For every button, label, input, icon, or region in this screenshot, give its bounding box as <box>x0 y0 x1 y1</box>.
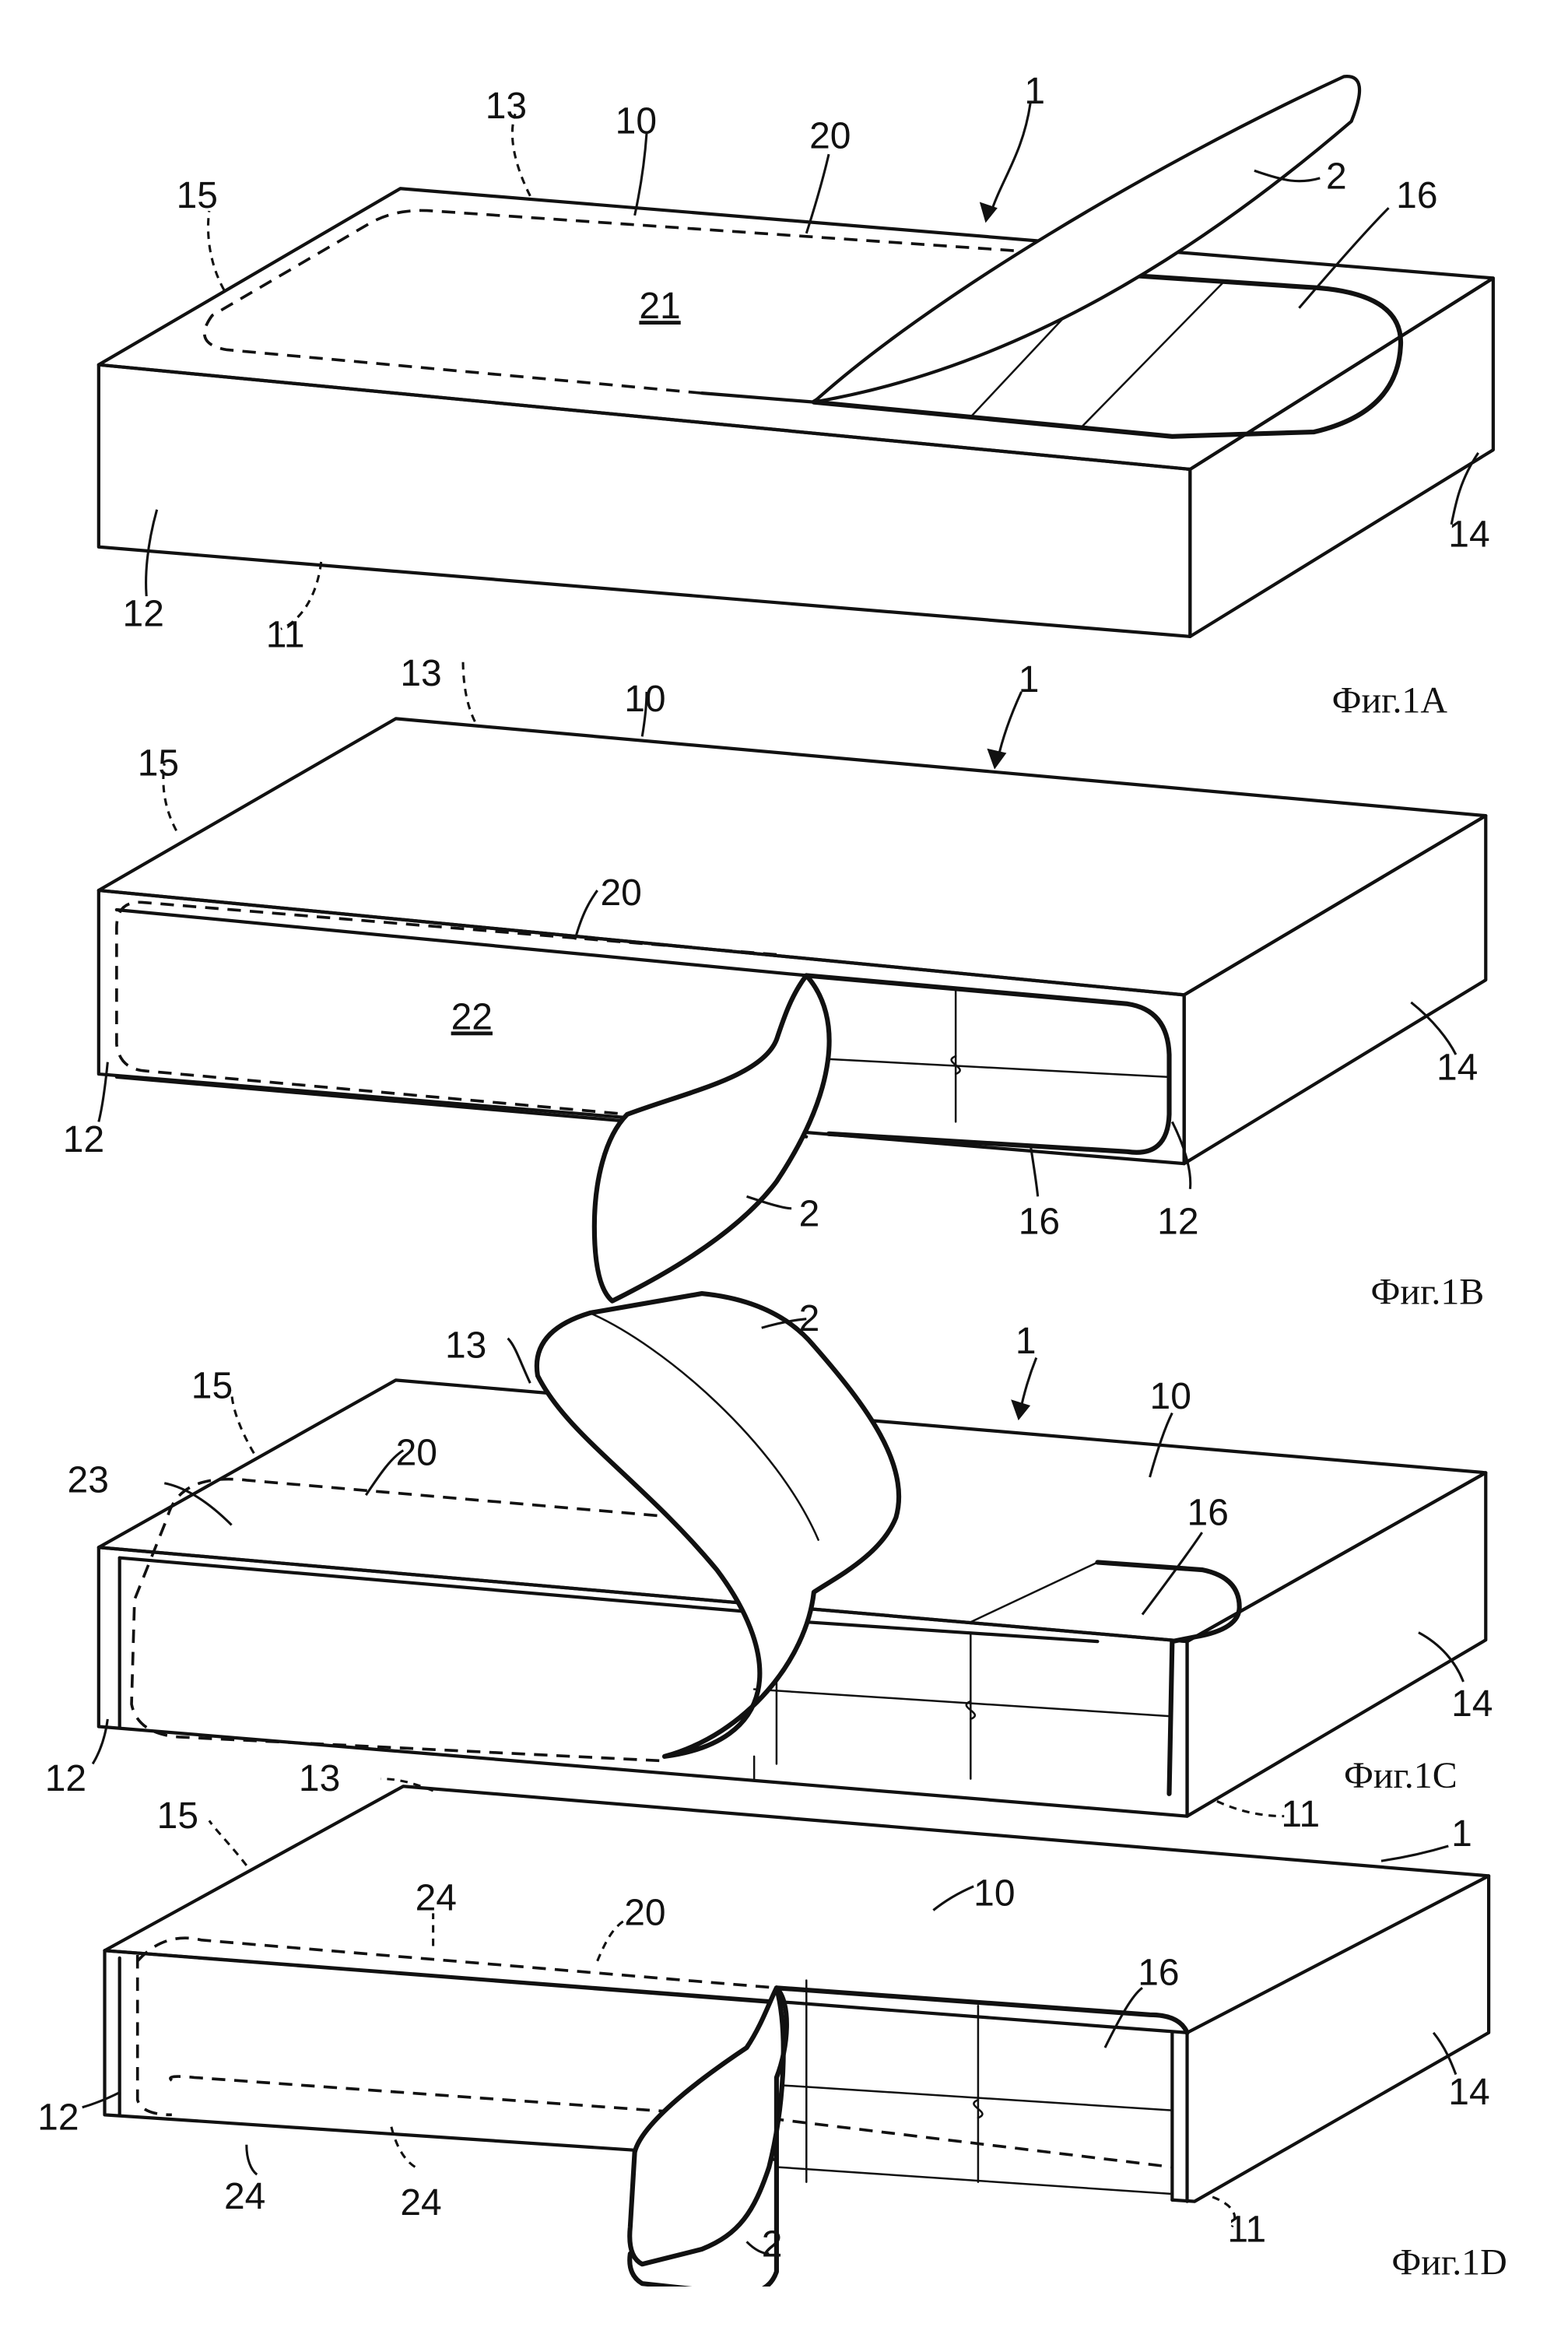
label-1: 1 <box>1451 1813 1472 1855</box>
label-14: 14 <box>1451 1683 1493 1725</box>
label-10: 10 <box>624 679 665 720</box>
label-10: 10 <box>973 1873 1015 1915</box>
label-20: 20 <box>624 1893 665 1934</box>
label-20: 20 <box>601 872 642 914</box>
label-1: 1 <box>1019 659 1040 700</box>
patent-drawing-sheet: 1 2 10 11 12 13 14 15 16 20 21 Фиг.1A <box>0 47 1568 2287</box>
caption-fig-1a: Фиг.1A <box>1332 680 1448 721</box>
figure-1d-pack <box>105 1786 1489 2287</box>
label-23: 23 <box>68 1459 109 1500</box>
label-14: 14 <box>1436 1048 1478 1089</box>
label-10: 10 <box>1150 1376 1191 1417</box>
label-12: 12 <box>45 1758 86 1799</box>
label-20: 20 <box>809 115 851 156</box>
label-2: 2 <box>762 2224 783 2266</box>
label-1: 1 <box>1024 71 1045 112</box>
label-13: 13 <box>445 1325 486 1367</box>
label-13: 13 <box>486 86 527 127</box>
label-24-left: 24 <box>224 2176 265 2217</box>
label-24-bottom: 24 <box>400 2182 441 2223</box>
label-21: 21 <box>639 286 680 327</box>
label-14: 14 <box>1448 2072 1489 2113</box>
label-16: 16 <box>1187 1492 1229 1533</box>
label-22: 22 <box>451 996 493 1037</box>
figure-1a-pack <box>99 76 1493 637</box>
label-13: 13 <box>299 1758 340 1799</box>
label-14: 14 <box>1448 514 1489 556</box>
label-11: 11 <box>266 614 305 655</box>
figure-1c: 1 2 10 11 12 13 14 15 16 20 23 Фиг.1C <box>45 1293 1493 1835</box>
label-12: 12 <box>123 593 164 634</box>
label-15: 15 <box>191 1365 233 1406</box>
label-13: 13 <box>400 653 441 694</box>
label-11: 11 <box>1227 2209 1266 2250</box>
label-24-top: 24 <box>416 1877 457 1918</box>
label-1: 1 <box>1016 1321 1037 1362</box>
label-2: 2 <box>1326 156 1347 197</box>
label-12-right: 12 <box>1157 1201 1198 1242</box>
label-2: 2 <box>799 1194 820 1235</box>
label-12-left: 12 <box>63 1119 104 1160</box>
label-10: 10 <box>616 100 657 142</box>
figure-1a: 1 2 10 11 12 13 14 15 16 20 21 Фиг.1A <box>99 71 1493 721</box>
caption-fig-1c: Фиг.1C <box>1344 1755 1458 1796</box>
label-15: 15 <box>138 742 179 784</box>
caption-fig-1b: Фиг.1B <box>1371 1272 1485 1313</box>
label-15: 15 <box>177 175 218 216</box>
figure-1c-pack <box>99 1293 1486 1816</box>
label-16: 16 <box>1138 1952 1179 1993</box>
figure-1b: 1 2 10 12 12 13 14 15 16 20 22 Фиг.1B <box>63 653 1486 1312</box>
label-20: 20 <box>396 1433 437 1474</box>
label-12: 12 <box>37 2097 79 2139</box>
caption-fig-1d: Фиг.1D <box>1391 2242 1507 2283</box>
label-16: 16 <box>1396 175 1437 216</box>
figure-1d: 1 2 10 11 12 13 14 15 16 20 24 24 24 Фиг… <box>37 1758 1507 2287</box>
label-15: 15 <box>157 1795 198 1837</box>
figure-1b-pack <box>99 718 1486 1300</box>
label-16: 16 <box>1019 1201 1060 1242</box>
drawing-canvas: 1 2 10 11 12 13 14 15 16 20 21 Фиг.1A <box>0 47 1568 2287</box>
label-2: 2 <box>799 1298 820 1339</box>
label-11: 11 <box>1281 1794 1320 1835</box>
